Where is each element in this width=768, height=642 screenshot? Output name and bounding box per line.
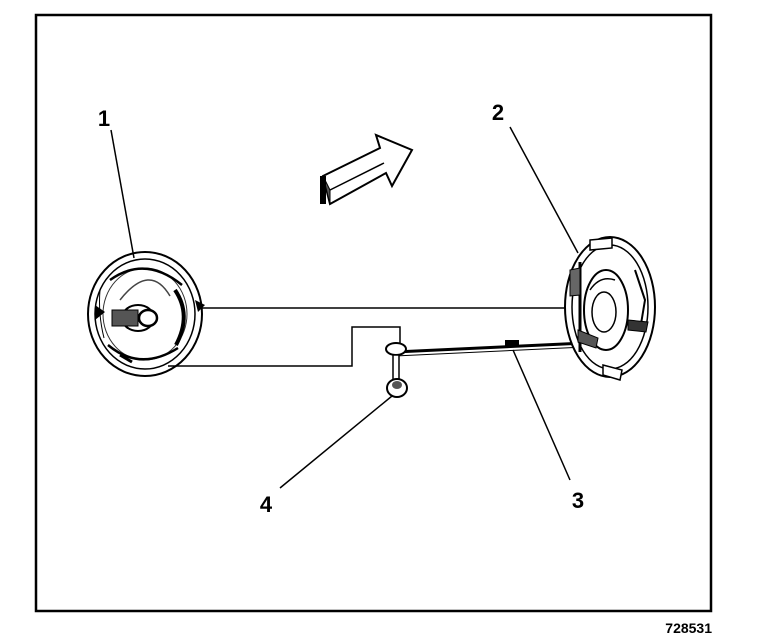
component-3-connector — [505, 340, 519, 346]
wiring-harness — [168, 307, 586, 367]
diagram-frame — [34, 13, 713, 613]
callout-1: 1 — [98, 106, 110, 131]
callout-2: 2 — [492, 100, 504, 125]
figure-id-number: 728531 — [665, 620, 712, 636]
component-1-assembly — [87, 251, 205, 377]
arrow-right-icon — [320, 133, 414, 206]
leader-lines — [110, 126, 579, 489]
component-4-fastener — [385, 342, 408, 398]
callout-4: 4 — [260, 492, 273, 517]
component-2-mount — [564, 236, 656, 381]
callout-3: 3 — [572, 488, 584, 513]
